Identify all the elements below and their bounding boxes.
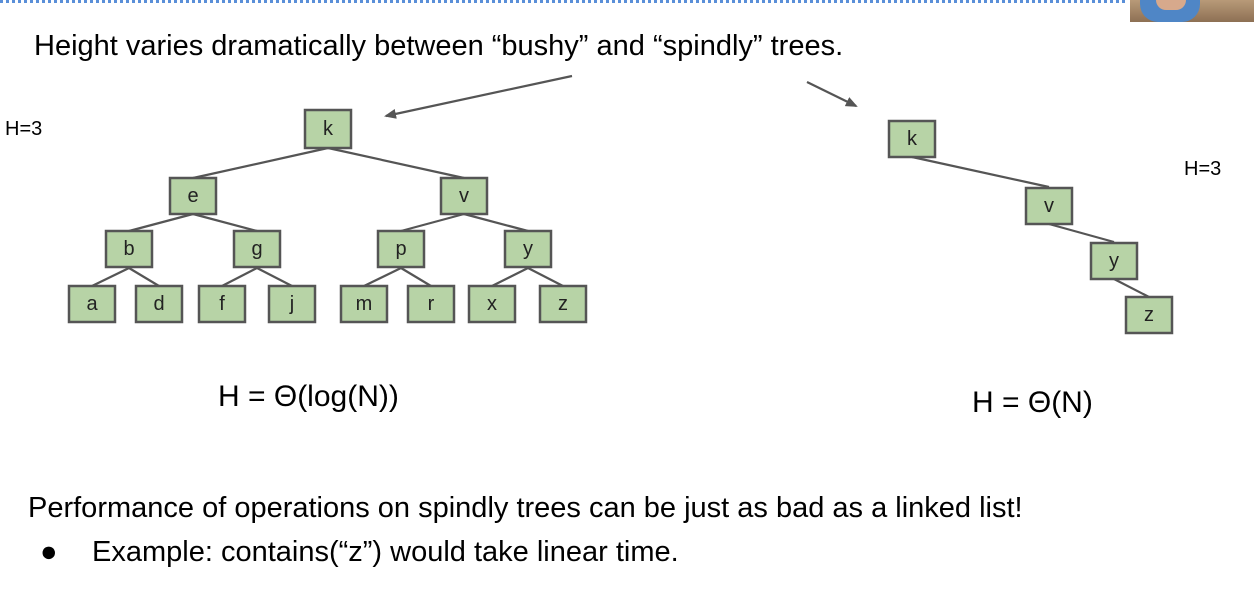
spindly-node-v: v — [1024, 186, 1074, 226]
svg-text:x: x — [487, 293, 497, 315]
bushy-node-k: k — [303, 108, 353, 150]
spindly-height-label: H=3 — [1184, 158, 1222, 180]
spindly-node-k: k — [887, 119, 937, 159]
bullet-point-icon: ● — [40, 536, 58, 568]
bushy-node-a: a — [67, 284, 117, 324]
bushy-node-y: y — [503, 229, 553, 269]
svg-text:g: g — [251, 238, 262, 260]
example-bullet: ● Example: contains(“z”) would take linea… — [40, 536, 679, 569]
bushy-node-d: d — [134, 284, 184, 324]
performance-statement: Performance of operations on spindly tre… — [28, 492, 1023, 524]
spindly-tree-edges — [911, 155, 1150, 298]
svg-text:f: f — [219, 293, 225, 315]
bushy-node-z: z — [538, 284, 588, 324]
bushy-node-b: b — [104, 229, 154, 269]
svg-text:z: z — [558, 293, 568, 315]
bushy-node-x: x — [467, 284, 517, 324]
slide-headline: Height varies dramatically between “bush… — [34, 30, 844, 62]
bushy-node-f: f — [197, 284, 247, 324]
bushy-node-j: j — [267, 284, 317, 324]
svg-text:v: v — [1044, 195, 1054, 217]
svg-text:k: k — [323, 118, 334, 140]
svg-text:v: v — [459, 185, 469, 207]
example-bullet-text: Example: contains(“z”) would take linear… — [92, 536, 679, 568]
svg-text:j: j — [289, 293, 294, 315]
svg-text:y: y — [523, 238, 533, 260]
spindly-node-z: z — [1124, 295, 1174, 335]
svg-text:e: e — [187, 185, 198, 207]
svg-text:k: k — [907, 128, 918, 150]
bushy-node-p: p — [376, 229, 426, 269]
bushy-height-label: H=3 — [5, 118, 43, 140]
arrow-to-spindly-tree — [806, 81, 858, 107]
svg-text:a: a — [86, 293, 98, 315]
bushy-node-g: g — [232, 229, 282, 269]
bushy-node-e: e — [168, 176, 218, 216]
presenter-webcam-thumbnail — [1130, 0, 1254, 22]
bushy-height-formula: H = Θ(log(N)) — [218, 380, 399, 413]
presenter-face — [1156, 0, 1186, 10]
bushy-node-v: v — [439, 176, 489, 216]
svg-text:p: p — [395, 238, 406, 260]
dotted-divider — [0, 0, 1125, 7]
svg-text:b: b — [123, 238, 134, 260]
bushy-node-r: r — [406, 284, 456, 324]
bushy-tree-edges — [91, 146, 564, 287]
svg-text:z: z — [1144, 304, 1154, 326]
arrow-to-bushy-tree — [384, 74, 573, 119]
svg-text:d: d — [153, 293, 164, 315]
svg-text:r: r — [428, 293, 435, 315]
spindly-node-y: y — [1089, 241, 1139, 281]
bushy-node-m: m — [339, 284, 389, 324]
presenter-shirt — [1140, 0, 1200, 22]
spindly-height-formula: H = Θ(N) — [972, 386, 1093, 419]
svg-text:y: y — [1109, 250, 1119, 272]
svg-text:m: m — [356, 293, 373, 315]
